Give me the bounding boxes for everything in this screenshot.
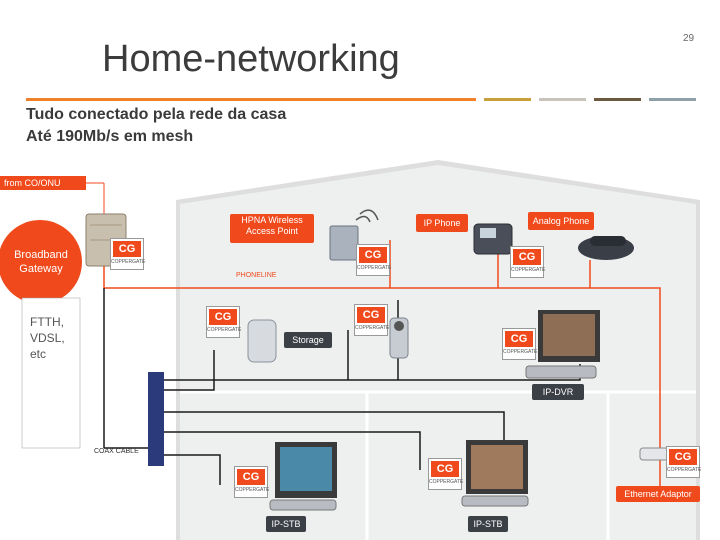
coax-line-3 <box>164 411 505 440</box>
ip-dvr-tag: IP-DVR <box>532 384 584 400</box>
accent-bar-4 <box>594 98 641 101</box>
coax-splitter <box>148 372 164 466</box>
chip-logo-dvr: CG COPPERGATE <box>502 328 537 360</box>
analog-phone-tag: Analog Phone <box>528 212 594 230</box>
coax-line-5 <box>164 454 221 485</box>
storage-device <box>247 319 277 363</box>
stb-box-1 <box>269 499 337 511</box>
accent-bar-3 <box>539 98 586 101</box>
coax-label: COAX CABLE <box>94 448 139 455</box>
from-co-label: from CO/ONU <box>4 178 61 188</box>
chip-logo-ethernet: CG COPPERGATE <box>666 446 701 478</box>
chip-logo-phone: CG COPPERGATE <box>510 246 545 278</box>
tv-set-2 <box>275 442 337 498</box>
wifi-waves <box>355 209 379 223</box>
chip-logo-stb-2: CG COPPERGATE <box>428 458 463 490</box>
page-number: 29 <box>683 33 695 44</box>
coax-line-4 <box>164 431 421 470</box>
tv-set-1 <box>538 310 600 362</box>
subtitle-line-1: Tudo conectado pela rede da casa <box>26 106 287 123</box>
access-types: FTTH, VDSL, etc <box>30 314 65 362</box>
chip-logo-camera: CG COPPERGATE <box>354 304 389 336</box>
from-co-bar <box>0 176 86 190</box>
phoneline-label: PHONELINE <box>236 272 277 279</box>
gateway-label: Broadband Gateway <box>14 249 68 275</box>
chip-logo-access-point: CG COPPERGATE <box>356 244 391 276</box>
storage-tag: Storage <box>284 332 332 348</box>
chip-logo-gateway: CG COPPERGATE <box>110 238 145 270</box>
stb-box-2 <box>461 495 529 507</box>
dvr-box <box>525 365 597 379</box>
ethernet-adaptor-device <box>639 447 669 461</box>
access-type-1: FTTH, <box>30 315 64 329</box>
accent-bar-5 <box>649 98 696 101</box>
accent-bar-2 <box>484 98 531 101</box>
coax-line-1 <box>164 350 215 391</box>
ethernet-adaptor-tag: Ethernet Adaptor <box>616 486 700 502</box>
access-box <box>21 297 81 449</box>
accent-bar-1 <box>26 98 476 101</box>
slide-title: Home-networking <box>102 38 400 80</box>
access-type-2: VDSL, <box>30 331 65 345</box>
tv-set-3 <box>466 440 528 494</box>
ip-phone-tag: IP Phone <box>416 214 468 232</box>
ip-stb-1-tag: IP-STB <box>266 516 306 532</box>
phoneline-cable <box>103 266 661 498</box>
hpna-tag: HPNA Wireless Access Point <box>230 214 314 243</box>
chip-logo-storage: CG COPPERGATE <box>206 306 241 338</box>
subtitle-line-2: Até 190Mb/s em mesh <box>26 128 194 145</box>
chip-logo-stb-1: CG COPPERGATE <box>234 466 269 498</box>
access-type-3: etc <box>30 347 47 361</box>
access-point-device <box>329 225 359 261</box>
ip-stb-2-tag: IP-STB <box>468 516 508 532</box>
gateway-circle <box>0 220 82 304</box>
